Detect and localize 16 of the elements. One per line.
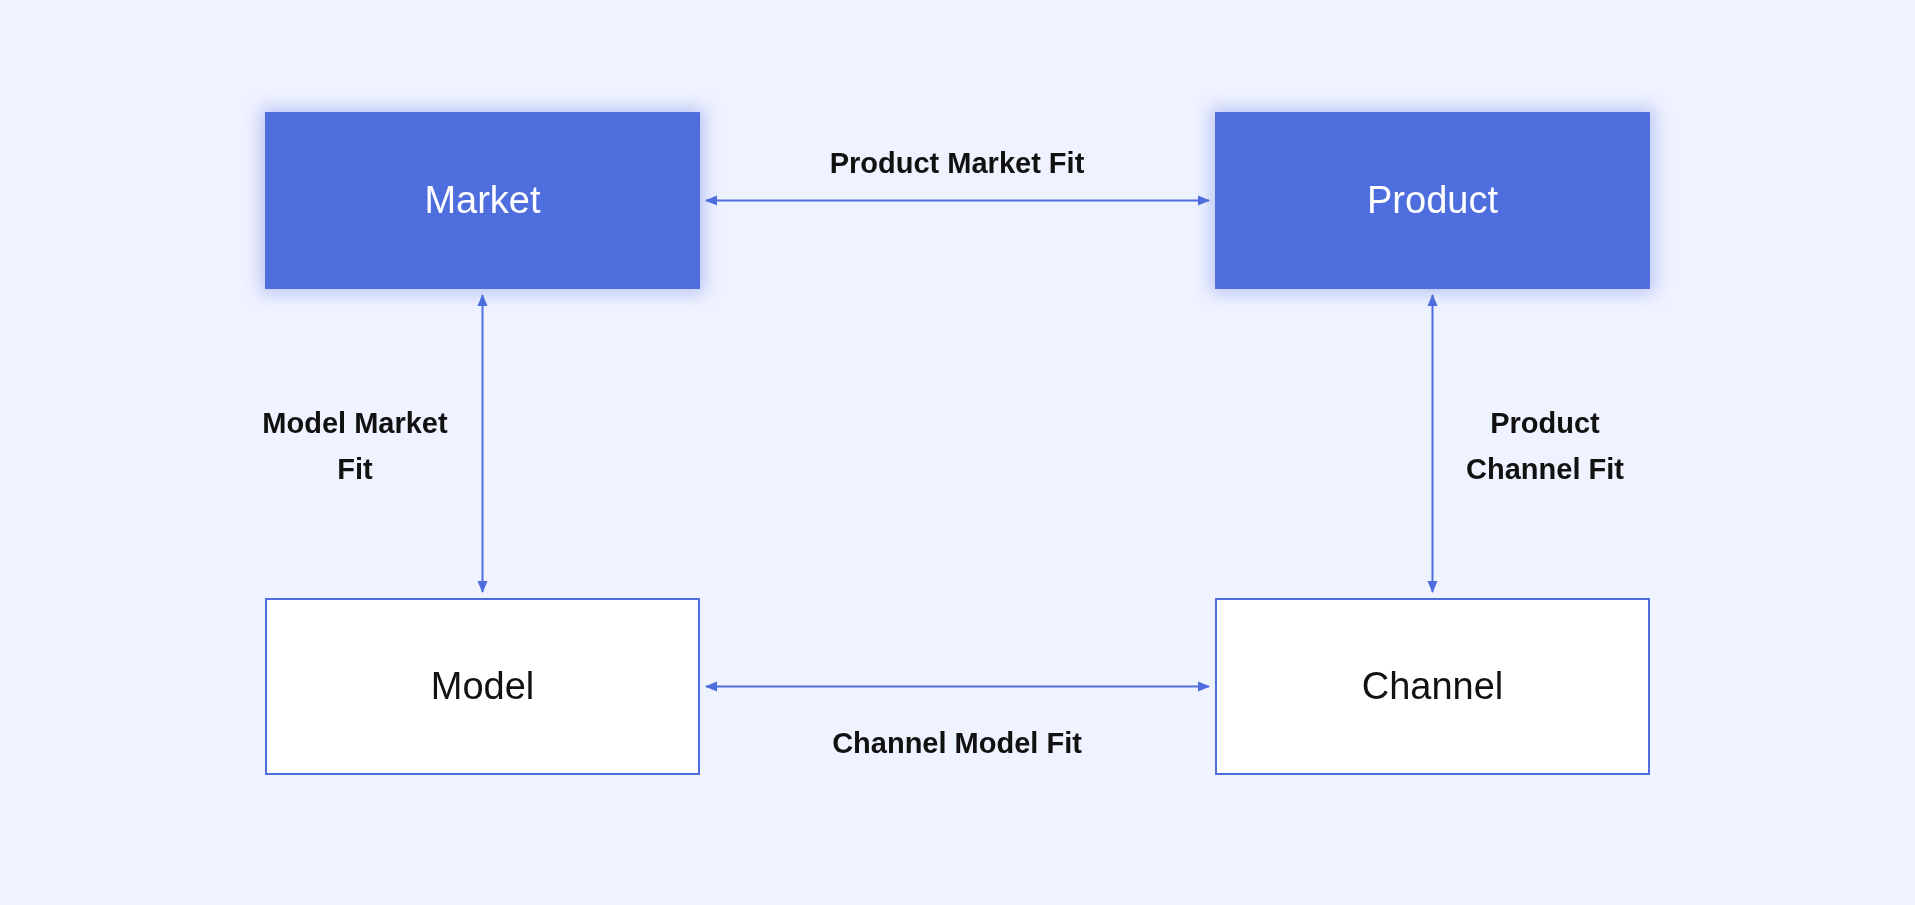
node-label: Model [430,664,535,709]
node-label: Product [1367,178,1498,223]
edge-label: Product Market Fit [828,146,1086,181]
filled-box [1215,112,1650,289]
edge-label: Product Channel Fit [1465,406,1625,487]
outlined-box [265,598,700,775]
node-label: Market [424,178,541,223]
edge-label: Model Market Fit [261,406,449,487]
outlined-box [1215,598,1650,775]
double-arrow [705,195,1210,206]
double-arrow [1427,294,1438,593]
node-label: Channel [1361,664,1504,709]
edge-label: Channel Model Fit [831,726,1083,761]
double-arrow [705,681,1210,692]
double-arrow [477,294,488,593]
filled-box [265,112,700,289]
